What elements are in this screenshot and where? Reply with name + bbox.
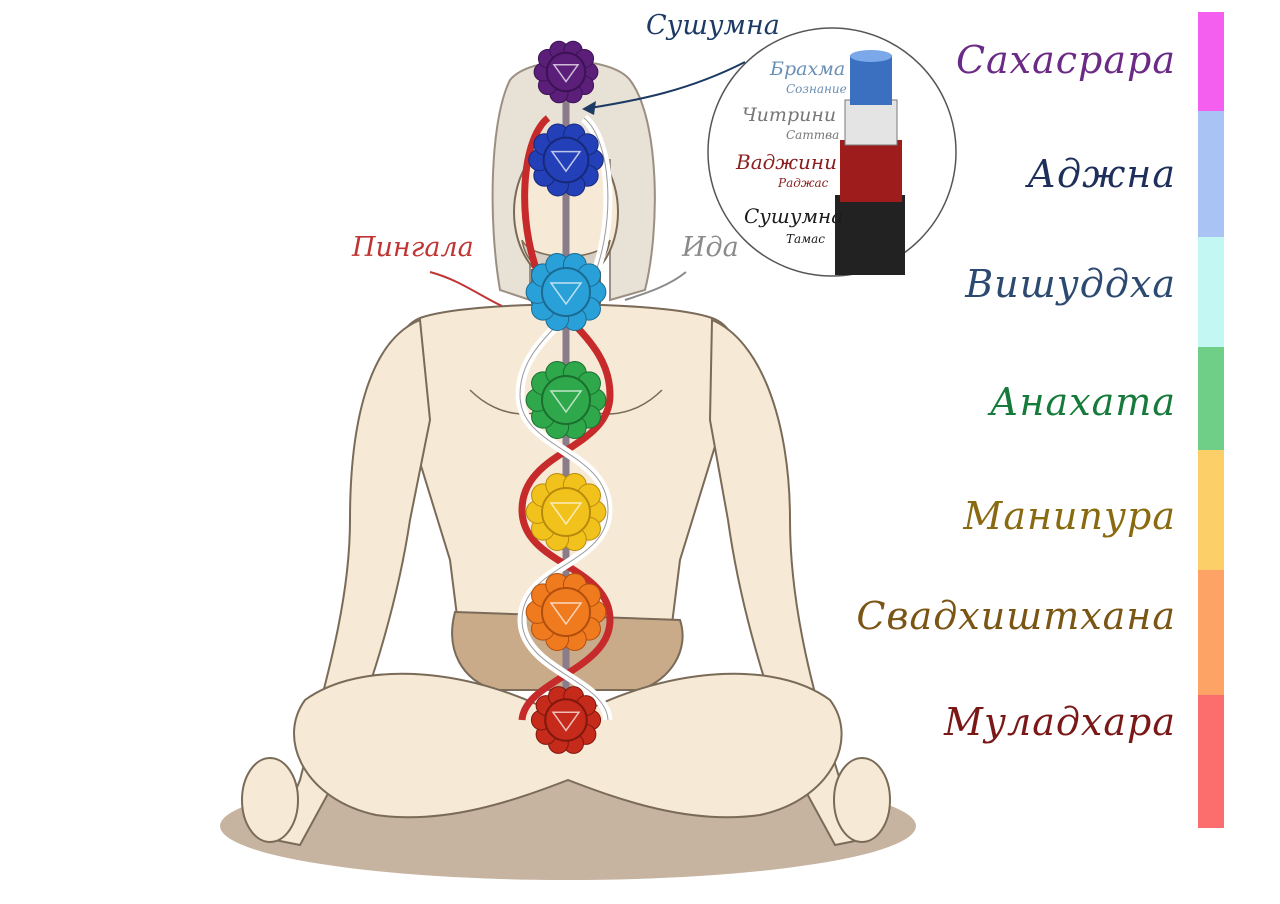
label-pingala: Пингала — [352, 232, 474, 263]
layer-chitrini-sub: Саттва — [786, 128, 840, 142]
label-sushumna: Сушумна — [646, 10, 780, 41]
chakra-symbol-sahasrara-icon — [533, 40, 599, 104]
layer-chitrini: Читрини — [742, 104, 837, 126]
label-ida: Ида — [682, 232, 739, 263]
layer-sushumna-tube — [835, 195, 905, 275]
ida-channel-outline — [519, 117, 609, 721]
chakra-name-vishuddha: Вишуддха — [965, 262, 1176, 306]
chakra-symbol-muladhara-icon — [530, 686, 602, 754]
sushumna-arrowhead — [582, 101, 596, 115]
chakra-name-manipura: Манипура — [963, 494, 1176, 538]
layer-brahma-sub: Сознание — [786, 82, 847, 96]
chakra-name-anahata: Анахата — [989, 380, 1176, 424]
color-bar-ajna — [1198, 111, 1224, 237]
chakra-name-svadhishthana: Свадхиштхана — [856, 594, 1176, 638]
color-bar-muladhara — [1198, 695, 1224, 828]
chakra-name-sahasrara: Сахасрара — [955, 38, 1176, 82]
color-bar-anahata — [1198, 347, 1224, 450]
layer-vajrini-sub: Раджас — [778, 176, 829, 190]
color-bar-sahasrara — [1198, 12, 1224, 111]
layer-brahma: Брахма — [770, 58, 846, 80]
chakra-symbol-svadhishthana-icon — [525, 572, 607, 652]
chakra-symbol-manipura-icon — [525, 472, 607, 552]
layer-vajrini: Ваджини — [736, 150, 837, 174]
chakra-symbol-vishuddha-icon — [525, 252, 607, 332]
sushumna-pointer — [589, 61, 746, 109]
chakra-symbol-anahata-icon — [525, 360, 607, 440]
layer-vajrini-tube — [840, 140, 902, 202]
layer-chitrini-tube — [844, 99, 898, 146]
layer-sushumna-sub: Тамас — [786, 232, 825, 246]
layer-brahma-tube — [850, 55, 892, 105]
layer-sushumna: Сушумна — [744, 204, 844, 228]
pingala-pointer — [429, 271, 503, 307]
layer-top-cap — [850, 50, 892, 62]
color-bar-vishuddha — [1198, 237, 1224, 347]
right-hand — [833, 757, 891, 843]
chakra-symbol-ajna-icon — [528, 123, 604, 197]
chakra-name-muladhara: Муладхара — [944, 700, 1176, 744]
chakra-name-ajna: Аджна — [1027, 152, 1176, 196]
color-bar-svadhishthana — [1198, 570, 1224, 695]
ida-pointer — [624, 271, 687, 301]
left-hand — [241, 757, 299, 843]
color-bar-manipura — [1198, 450, 1224, 570]
